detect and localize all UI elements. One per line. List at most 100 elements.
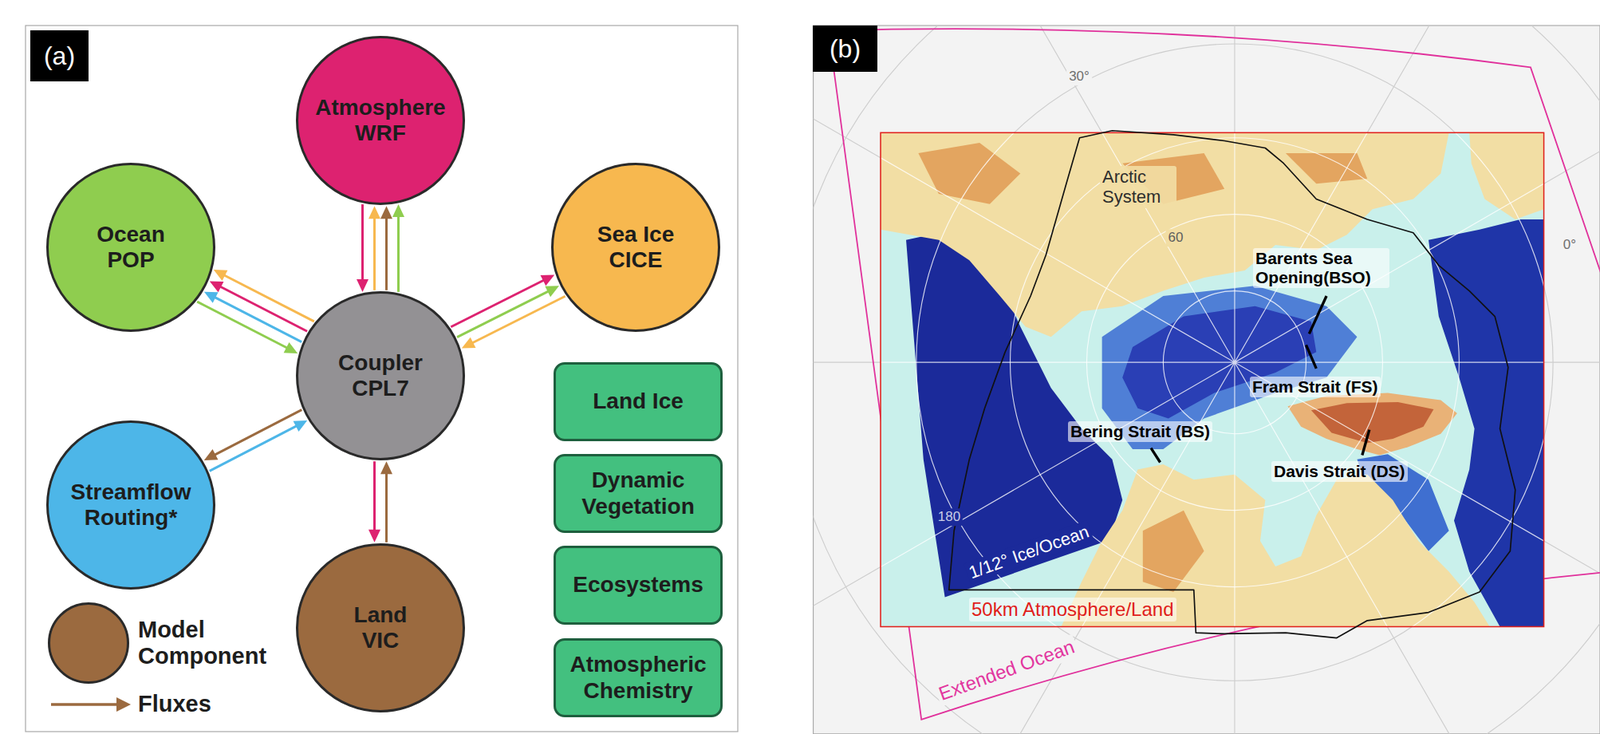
flux-line — [373, 216, 376, 291]
arrowhead — [213, 269, 229, 281]
north-america-mountains — [1142, 510, 1205, 592]
graticule-label: 0° — [1560, 236, 1579, 254]
greenland — [1287, 393, 1457, 456]
flux-arrow — [380, 205, 393, 291]
flux-sample-line — [51, 702, 119, 706]
arrowhead — [368, 529, 381, 543]
future-component-box: Ecosystems — [553, 545, 723, 625]
strait-line — [1150, 448, 1161, 463]
map-panel — [520, 0, 1600, 734]
flux-line — [471, 295, 565, 343]
node-label: Streamflow Routing* — [63, 479, 199, 531]
flux-arrow — [209, 420, 308, 471]
strait-line — [1308, 295, 1327, 334]
flux-arrow — [380, 461, 393, 543]
arrowhead — [380, 205, 393, 219]
node-label: Land VIC — [348, 602, 413, 654]
model-component-circle: Streamflow Routing* — [46, 420, 216, 590]
graticule-label: 60 — [1166, 228, 1187, 247]
arrowhead — [293, 420, 308, 432]
strait-label: Davis Strait (DS) — [1271, 461, 1408, 482]
region-label: Arctic System — [1099, 165, 1177, 209]
flux-line — [450, 279, 544, 328]
flux-arrow — [457, 285, 560, 337]
panel-frame — [25, 25, 738, 732]
legend-label: Fluxes — [137, 690, 274, 718]
arrowhead — [368, 205, 381, 219]
flux-line — [223, 274, 315, 321]
arrowhead — [461, 337, 477, 349]
flux-line — [213, 296, 302, 342]
flux-legend-sample — [51, 697, 131, 712]
europe — [1469, 132, 1544, 220]
legend-swatch — [47, 602, 130, 684]
coupler-circle: Coupler CPL7 — [295, 291, 466, 461]
flux-line — [373, 461, 376, 532]
graticule — [813, 25, 1600, 734]
flux-arrow — [209, 280, 308, 332]
future-component-box: Land Ice — [553, 362, 723, 442]
domain-label: Extended Ocean — [933, 633, 1080, 706]
arrowhead — [204, 449, 219, 461]
flux-line — [385, 216, 388, 291]
flux-arrow — [356, 204, 369, 292]
node-label: Dynamic Vegetation — [563, 467, 714, 519]
flux-arrow — [204, 409, 303, 461]
strait-label: Fram Strait (FS) — [1249, 376, 1381, 398]
flux-line — [213, 409, 302, 456]
graticule-label: 180 — [935, 508, 963, 526]
flux-arrow — [368, 205, 381, 291]
strait-label: Barents Sea Opening(BSO) — [1253, 248, 1390, 288]
node-label: Sea Ice CICE — [587, 221, 684, 273]
flux-arrow — [197, 301, 298, 354]
latitude-circle — [916, 132, 1545, 627]
arrowhead — [204, 291, 219, 304]
flux-arrow — [368, 461, 381, 543]
atmosphere-domain-outline — [880, 132, 1545, 627]
legend-label: Model Component — [137, 616, 274, 670]
flux-line — [397, 215, 400, 292]
model-component-circle: Atmosphere WRF — [295, 35, 466, 205]
arrowhead — [380, 461, 393, 474]
flux-line — [457, 291, 549, 338]
flux-arrow — [461, 295, 566, 348]
panel-letter: (a) — [30, 30, 89, 82]
strait-line — [1306, 344, 1317, 368]
flux-arrow — [450, 274, 555, 327]
flux-line — [197, 301, 288, 348]
node-label: Atmospheric Chemistry — [563, 651, 714, 703]
node-label: Atmosphere WRF — [308, 94, 453, 146]
node-label: Land Ice — [563, 388, 714, 414]
node-label: Coupler CPL7 — [328, 350, 433, 402]
domain-label: 1/12° Ice/Ocean — [963, 520, 1095, 585]
arrowhead — [283, 342, 299, 354]
domain-label: 50km Atmosphere/Land — [969, 597, 1177, 622]
arrowhead — [540, 274, 556, 286]
flux-line — [385, 472, 388, 543]
model-component-circle: Sea Ice CICE — [551, 162, 721, 332]
strait-label: Bering Strait (BS) — [1067, 421, 1213, 442]
component-circle-outline — [552, 164, 720, 332]
flux-line — [209, 425, 298, 471]
arrowhead — [209, 280, 225, 292]
flux-line — [361, 204, 364, 281]
component-circle-outline — [47, 164, 215, 332]
flux-arrow — [204, 291, 302, 343]
arrowhead — [544, 285, 560, 297]
future-component-box: Atmospheric Chemistry — [553, 638, 723, 718]
arrowhead — [392, 204, 405, 217]
flux-line — [219, 286, 308, 332]
flux-arrow — [392, 204, 405, 292]
map-background — [813, 25, 1600, 734]
panel-letter: (b) — [812, 25, 878, 72]
graticule-overlay — [880, 132, 1545, 627]
component-circle-outline — [297, 37, 465, 205]
component-circle-outline — [297, 544, 465, 712]
model-component-circle: Land VIC — [295, 543, 466, 713]
arrowhead — [356, 279, 369, 292]
eurasia — [880, 132, 1450, 337]
component-circle-outline — [47, 421, 215, 589]
